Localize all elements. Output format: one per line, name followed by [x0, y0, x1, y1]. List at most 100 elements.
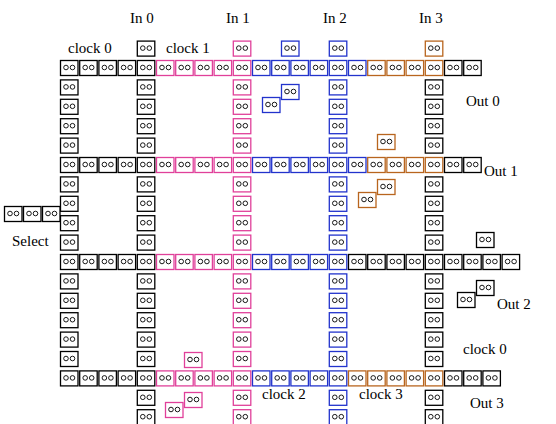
brick: [349, 371, 367, 386]
brick: [233, 390, 251, 405]
brick: [157, 61, 175, 76]
brick: [253, 371, 271, 386]
brick: [233, 216, 251, 231]
brick: [185, 393, 203, 408]
signal-label: clock 2: [262, 387, 306, 402]
brick: [137, 196, 155, 211]
brick: [137, 410, 155, 424]
signal-label: clock 3: [359, 387, 403, 402]
brick: [233, 80, 251, 95]
brick: [329, 119, 347, 134]
brick: [61, 235, 79, 250]
brick: [329, 177, 347, 192]
brick: [233, 61, 251, 76]
brick: [425, 138, 443, 153]
brick: [195, 371, 213, 386]
brick: [253, 255, 271, 270]
brick: [80, 371, 98, 386]
brick: [349, 255, 367, 270]
brick: [329, 235, 347, 250]
signal-label: In 2: [323, 11, 347, 26]
brick: [233, 99, 251, 114]
brick: [80, 61, 98, 76]
brick: [5, 207, 23, 222]
brick: [329, 158, 347, 173]
brick: [214, 371, 232, 386]
brick: [24, 207, 42, 222]
brick: [425, 119, 443, 134]
brick: [253, 61, 271, 76]
signal-label: In 0: [130, 11, 154, 26]
brick: [425, 177, 443, 192]
brick: [157, 255, 175, 270]
brick: [406, 61, 424, 76]
brick: [310, 61, 328, 76]
brick: [406, 255, 424, 270]
brick: [137, 235, 155, 250]
brick: [195, 255, 213, 270]
brick: [329, 410, 347, 424]
brick: [464, 61, 482, 76]
brick: [61, 313, 79, 328]
brick: [425, 158, 443, 173]
brick: [99, 371, 117, 386]
brick: [176, 158, 194, 173]
brick: [425, 274, 443, 289]
brick: [80, 255, 98, 270]
brick: [61, 274, 79, 289]
brick: [425, 352, 443, 367]
brick: [329, 41, 347, 56]
brick: [445, 61, 463, 76]
brick: [137, 80, 155, 95]
brick: [233, 196, 251, 211]
brick: [368, 61, 386, 76]
brick: [61, 332, 79, 347]
brick: [272, 61, 290, 76]
brick: [233, 332, 251, 347]
brick: [425, 410, 443, 424]
brick: [425, 99, 443, 114]
brick: [310, 255, 328, 270]
brick: [61, 196, 79, 211]
brick: [477, 281, 495, 296]
brick: [233, 235, 251, 250]
brick: [425, 332, 443, 347]
brick: [43, 207, 61, 222]
brick: [214, 61, 232, 76]
brick: [329, 332, 347, 347]
brick: [329, 255, 347, 270]
brick: [214, 158, 232, 173]
signal-label: In 3: [419, 11, 443, 26]
brick: [425, 80, 443, 95]
brick: [272, 371, 290, 386]
brick: [291, 158, 309, 173]
brick: [282, 41, 300, 56]
brick: [233, 352, 251, 367]
brick: [425, 61, 443, 76]
brick: [349, 61, 367, 76]
brick: [61, 80, 79, 95]
brick: [464, 371, 482, 386]
brick: [329, 390, 347, 405]
brick: [137, 255, 155, 270]
brick: [137, 138, 155, 153]
brick: [80, 158, 98, 173]
brick: [445, 371, 463, 386]
brick: [387, 371, 405, 386]
brick: [137, 352, 155, 367]
brick: [425, 41, 443, 56]
brick: [61, 158, 79, 173]
brick: [185, 353, 203, 368]
brick: [233, 255, 251, 270]
brick: [464, 158, 482, 173]
signal-label: In 1: [226, 11, 250, 26]
brick: [329, 293, 347, 308]
brick: [137, 313, 155, 328]
brick: [425, 255, 443, 270]
brick: [483, 255, 501, 270]
brick: [502, 255, 519, 270]
brick: [445, 255, 463, 270]
brick: [214, 255, 232, 270]
brick: [61, 177, 79, 192]
